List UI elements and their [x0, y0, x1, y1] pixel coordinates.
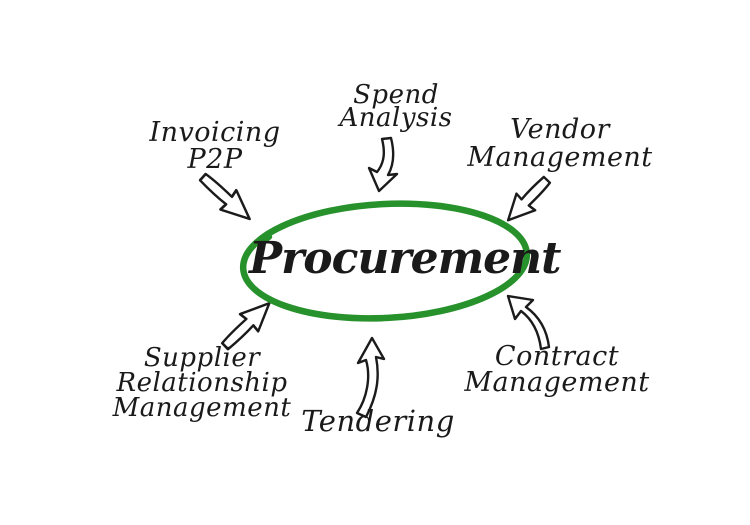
- label-line: Contract: [494, 341, 620, 372]
- node-label-contract-management: Contract Management: [462, 341, 652, 398]
- invoicing-arrow-icon: [193, 166, 260, 230]
- label-line: P2P: [187, 144, 243, 175]
- node-label-invoicing-p2p: Invoicing P2P: [130, 119, 300, 173]
- label-line: Supplier: [143, 343, 261, 373]
- tendering-arrow-icon: [355, 336, 386, 419]
- label-line: Analysis: [339, 103, 453, 133]
- label-line: Management: [112, 393, 292, 423]
- label-line: Tendering: [301, 404, 455, 438]
- spend-analysis-arrow-icon: [367, 136, 399, 193]
- label-line: Management: [464, 367, 650, 398]
- ellipse-stroke-end: [254, 234, 273, 268]
- procurement-ellipse: [239, 200, 531, 322]
- label-line: Spend: [353, 80, 439, 110]
- vendor-management-arrow-icon: [497, 170, 558, 231]
- node-label-spend-analysis: Spend Analysis: [326, 80, 466, 133]
- label-line: Management: [467, 142, 653, 173]
- contract-arrow-icon: [506, 294, 551, 351]
- node-label-vendor-management: Vendor Management: [465, 116, 655, 172]
- center-label-procurement: Procurement: [249, 233, 561, 284]
- label-line: Relationship: [116, 368, 288, 398]
- label-line: Invoicing: [149, 117, 281, 148]
- label-line: Vendor: [510, 114, 610, 145]
- node-label-tendering: Tendering: [298, 404, 458, 438]
- node-label-supplier-relationship-management: Supplier Relationship Management: [112, 343, 292, 423]
